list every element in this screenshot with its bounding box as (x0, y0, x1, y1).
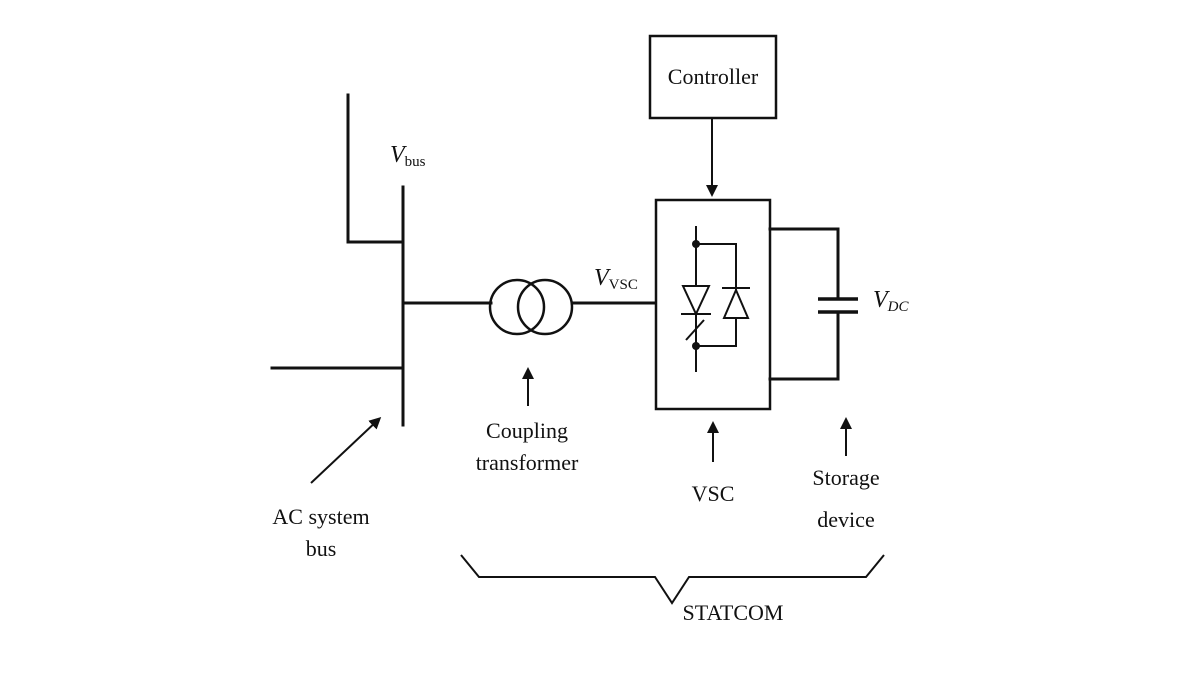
v-dc-label: VDC (873, 287, 910, 315)
coupling-transformer (488, 278, 574, 336)
controller-block: Controller (648, 34, 778, 120)
dc-wire-bottom (768, 310, 840, 381)
statcom-label: STATCOM (683, 600, 784, 625)
v-vsc-label: VVSC (594, 265, 638, 293)
controller-label: Controller (668, 64, 759, 89)
igbt-diode-switch (681, 226, 750, 372)
coupling-transformer-label-line2: transformer (476, 450, 579, 475)
transformer-winding-2 (516, 278, 574, 336)
storage-label-line2: device (817, 507, 874, 532)
ac-bus-pointer (310, 416, 382, 484)
vsc-block (654, 198, 772, 411)
ac-bus-label-line2: bus (306, 536, 337, 561)
ac-system-bus (270, 93, 493, 427)
coupling-transformer-label-line1: Coupling (486, 418, 568, 443)
dc-wire-top (768, 227, 840, 301)
ac-bus-label-line1: AC system (272, 504, 369, 529)
statcom-brace (460, 554, 885, 605)
v-bus-label: Vbus (390, 142, 426, 170)
transformer-winding-1 (488, 278, 546, 336)
storage-label-line1: Storage (812, 465, 879, 490)
bus-feeder-top (346, 93, 405, 244)
vsc-label: VSC (692, 481, 735, 506)
storage-capacitor (768, 227, 858, 381)
